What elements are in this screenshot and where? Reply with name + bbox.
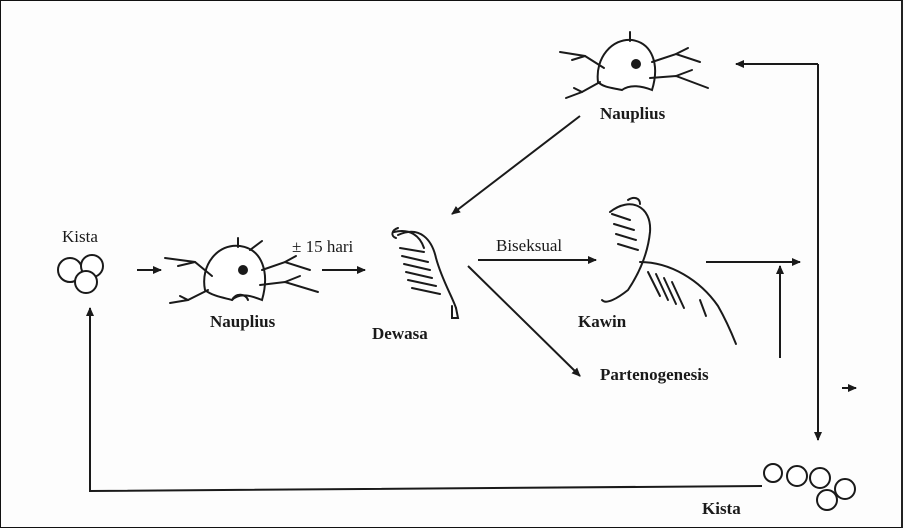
label-kista-left: Kista xyxy=(62,228,98,245)
label-nauplius-left: Nauplius xyxy=(210,313,275,330)
nauplius-top-icon xyxy=(560,32,708,98)
arrow-top-nauplius-to-adult xyxy=(452,116,580,214)
label-partenogenesis: Partenogenesis xyxy=(600,366,709,383)
adult-artemia-icon xyxy=(392,228,458,318)
label-kista-bottom: Kista xyxy=(702,500,741,517)
arrow-adult-to-partenogenesis xyxy=(468,266,580,376)
label-biseksual: Biseksual xyxy=(496,237,562,254)
label-time: ± 15 hari xyxy=(292,238,353,255)
cyst-cluster-left-icon xyxy=(58,255,103,293)
label-kawin: Kawin xyxy=(578,313,626,330)
label-nauplius-top: Nauplius xyxy=(600,105,665,122)
cyst-cluster-bottom-icon xyxy=(764,464,855,510)
label-dewasa: Dewasa xyxy=(372,325,428,342)
